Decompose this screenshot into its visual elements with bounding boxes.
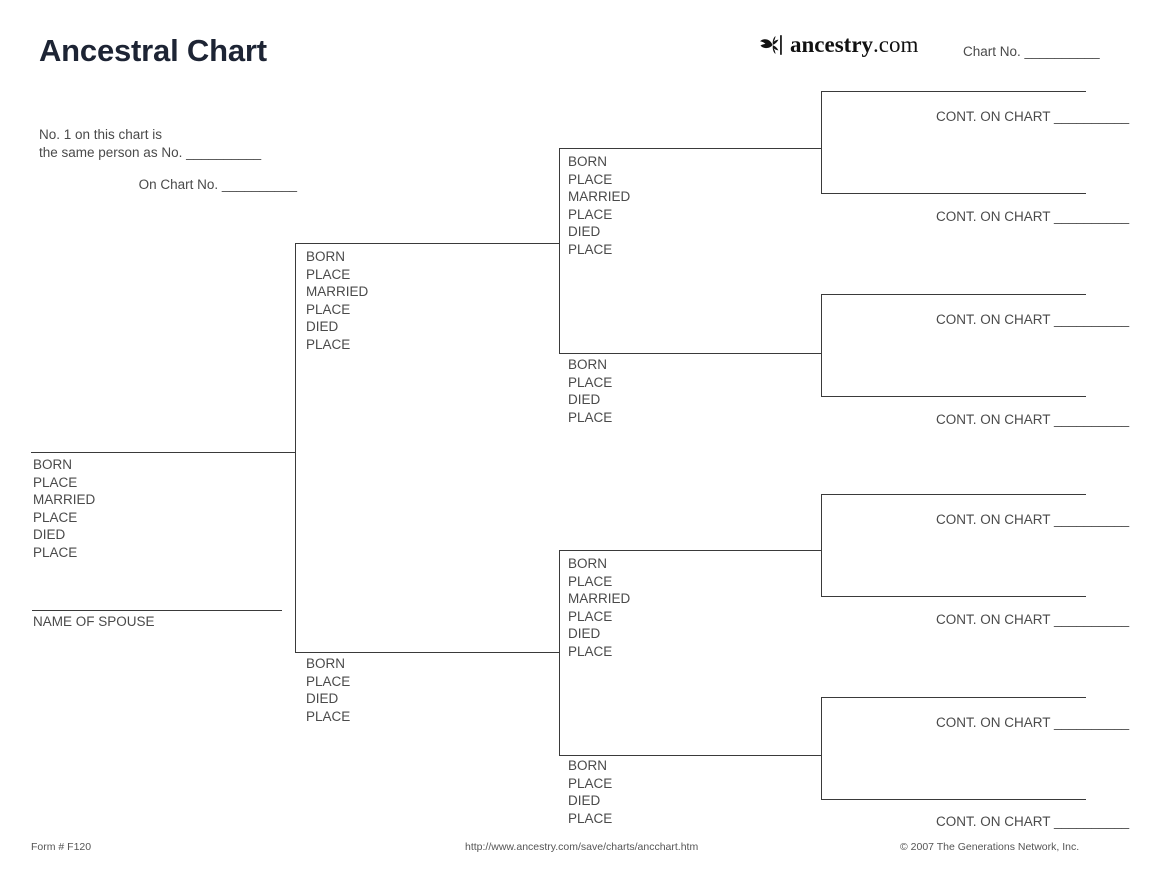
gen4-cont-7[interactable]: CONT. ON CHART __________ xyxy=(936,715,1130,730)
gen2-mother-place: PLACE xyxy=(306,673,351,689)
gen4-cont-6[interactable]: CONT. ON CHART __________ xyxy=(936,612,1130,627)
connector-person1-to-gen2 xyxy=(262,452,295,453)
gen4-cont-5[interactable]: CONT. ON CHART __________ xyxy=(936,512,1130,527)
person-1-place: PLACE xyxy=(33,474,78,490)
gen3-mgm-born: BORN xyxy=(568,758,608,773)
footer-form-number: Form # F120 xyxy=(31,841,92,853)
gen2-father-married: MARRIED xyxy=(306,284,369,299)
gen3-pgf-place: PLACE xyxy=(568,171,613,187)
gen3-mgm-fields: BORN PLACE DIED PLACE xyxy=(568,757,612,827)
gen2-father-place-3: PLACE xyxy=(306,336,351,352)
spouse-name-rule xyxy=(32,610,282,611)
gen3-mgf-married: MARRIED xyxy=(568,591,631,606)
gen3-spine-upper xyxy=(559,148,560,353)
gen2-spine xyxy=(295,243,296,653)
gen4-cont-4[interactable]: CONT. ON CHART __________ xyxy=(936,412,1130,427)
gen4-rule-5 xyxy=(821,494,1086,495)
gen3-pgf-died: DIED xyxy=(568,224,601,239)
gen3-mgf-place: PLACE xyxy=(568,573,613,589)
gen4-rule-2 xyxy=(821,193,1086,194)
gen2-father-rule xyxy=(295,243,559,244)
gen3-mgm-rule xyxy=(559,755,821,756)
gen2-father-born: BORN xyxy=(306,249,346,264)
gen4-cont-2[interactable]: CONT. ON CHART __________ xyxy=(936,209,1130,224)
leaf-icon xyxy=(758,34,788,56)
gen2-mother-fields: BORN PLACE DIED PLACE xyxy=(306,655,350,725)
gen4-cont-8[interactable]: CONT. ON CHART __________ xyxy=(936,814,1130,829)
gen4-cont-3[interactable]: CONT. ON CHART __________ xyxy=(936,312,1130,327)
gen2-mother-place-2: PLACE xyxy=(306,708,351,724)
gen3-mgm-died: DIED xyxy=(568,793,601,808)
gen3-mgf-died: DIED xyxy=(568,626,601,641)
gen2-mother-rule xyxy=(295,652,559,653)
gen3-mgf-born: BORN xyxy=(568,556,608,571)
brand-name: ancestry xyxy=(790,32,874,57)
gen4-cont-1[interactable]: CONT. ON CHART __________ xyxy=(936,109,1130,124)
person-1-place-2: PLACE xyxy=(33,509,78,525)
gen3-pgm-place: PLACE xyxy=(568,374,613,390)
same-person-note: No. 1 on this chart is the same person a… xyxy=(39,126,299,194)
gen3-pgf-fields: BORN PLACE MARRIED PLACE DIED PLACE xyxy=(568,153,630,258)
person-1-place-3: PLACE xyxy=(33,544,78,560)
gen2-father-fields: BORN PLACE MARRIED PLACE DIED PLACE xyxy=(306,248,368,353)
person-1-born: BORN xyxy=(33,457,73,472)
gen3-pgm-rule xyxy=(559,353,821,354)
gen2-mother-born: BORN xyxy=(306,656,346,671)
person-1-married: MARRIED xyxy=(33,492,96,507)
footer-copyright: © 2007 The Generations Network, Inc. xyxy=(900,841,1080,853)
gen4-spine-2 xyxy=(821,294,822,396)
gen3-mgf-rule xyxy=(559,550,821,551)
gen4-rule-1 xyxy=(821,91,1086,92)
gen3-pgf-rule xyxy=(559,148,821,149)
gen4-spine-1 xyxy=(821,91,822,193)
note-line-1: No. 1 on this chart is xyxy=(39,127,163,142)
gen4-rule-4 xyxy=(821,396,1086,397)
footer-url[interactable]: http://www.ancestry.com/save/charts/ancc… xyxy=(465,841,699,853)
gen2-father-place-2: PLACE xyxy=(306,301,351,317)
gen3-pgm-born: BORN xyxy=(568,357,608,372)
gen3-mgf-place-3: PLACE xyxy=(568,643,613,659)
gen3-mgf-fields: BORN PLACE MARRIED PLACE DIED PLACE xyxy=(568,555,630,660)
gen4-rule-3 xyxy=(821,294,1086,295)
gen3-pgm-place-2: PLACE xyxy=(568,409,613,425)
brand-wordmark: ancestry.com xyxy=(790,32,918,58)
ancestry-logo: ancestry.com xyxy=(758,31,918,59)
page-title: Ancestral Chart xyxy=(39,33,267,68)
gen4-rule-6 xyxy=(821,596,1086,597)
gen3-pgm-fields: BORN PLACE DIED PLACE xyxy=(568,356,612,426)
note-line-3[interactable]: On Chart No. __________ xyxy=(138,177,297,192)
gen3-pgf-born: BORN xyxy=(568,154,608,169)
gen2-father-died: DIED xyxy=(306,319,339,334)
gen4-spine-3 xyxy=(821,494,822,596)
gen3-spine-lower xyxy=(559,550,560,755)
gen3-mgf-place-2: PLACE xyxy=(568,608,613,624)
gen2-mother-died: DIED xyxy=(306,691,339,706)
gen4-rule-7 xyxy=(821,697,1086,698)
gen3-mgm-place: PLACE xyxy=(568,775,613,791)
person-1-name-rule xyxy=(31,452,293,453)
gen3-pgf-married: MARRIED xyxy=(568,189,631,204)
gen3-pgf-place-3: PLACE xyxy=(568,241,613,257)
gen3-pgm-died: DIED xyxy=(568,392,601,407)
gen2-father-place: PLACE xyxy=(306,266,351,282)
gen3-pgf-place-2: PLACE xyxy=(568,206,613,222)
gen4-rule-8 xyxy=(821,799,1086,800)
gen4-spine-4 xyxy=(821,697,822,799)
brand-tld: .com xyxy=(873,32,919,57)
person-1-fields: BORN PLACE MARRIED PLACE DIED PLACE xyxy=(33,456,95,561)
chart-no-field[interactable]: Chart No. __________ xyxy=(963,44,1100,59)
note-line-2[interactable]: the same person as No. __________ xyxy=(39,145,262,160)
spouse-label: NAME OF SPOUSE xyxy=(33,614,155,629)
gen3-mgm-place-2: PLACE xyxy=(568,810,613,826)
person-1-died: DIED xyxy=(33,527,66,542)
